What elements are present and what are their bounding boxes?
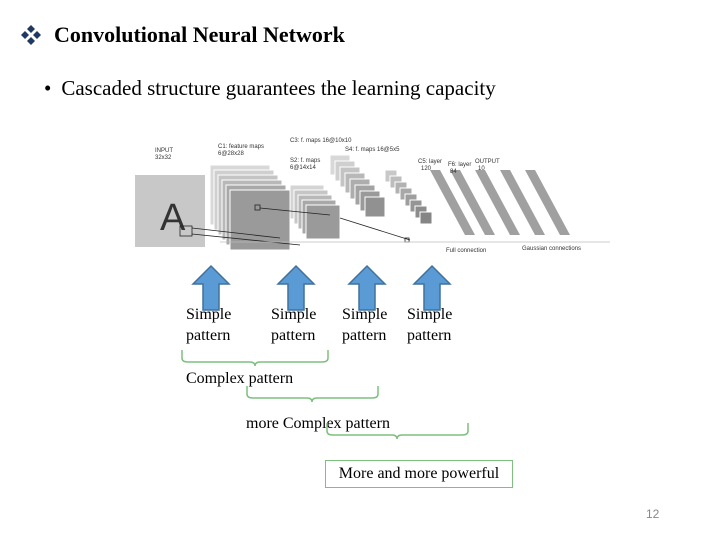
- brace-icon: [326, 423, 469, 440]
- cnn-architecture-diagram: A: [135, 138, 610, 254]
- label-gaussian: Gaussian connections: [522, 246, 581, 252]
- c3-feature-maps: [329, 154, 386, 218]
- up-arrow-icon: [347, 264, 387, 311]
- label-output-size: 10: [478, 166, 485, 172]
- label-f6-size: 84: [450, 169, 457, 175]
- up-arrow-icon: [412, 264, 452, 311]
- label-c5: C5: layer: [418, 159, 442, 165]
- four-diamond-bullet-icon: [21, 25, 41, 45]
- fully-connected-layers: [430, 170, 570, 235]
- label-c1-size: 6@28x28: [218, 151, 244, 157]
- bullet-text: Cascaded structure guarantees the learni…: [61, 76, 496, 100]
- label-full-connection: Full connection: [446, 248, 486, 254]
- s4-feature-maps: [384, 169, 433, 225]
- bullet-dot-icon: •: [44, 76, 52, 100]
- simple-pattern-label: Simple pattern: [186, 306, 232, 344]
- c1-feature-maps: [209, 164, 291, 251]
- brace-icon: [181, 350, 329, 367]
- simple-pattern-label: Simple pattern: [271, 306, 317, 344]
- s2-feature-maps: [289, 184, 341, 240]
- label-s2: S2: f. maps: [290, 158, 320, 164]
- simple-pattern-label: Simple pattern: [342, 306, 388, 344]
- label-input: INPUT: [155, 148, 173, 154]
- complex-pattern-label: Complex pattern: [186, 370, 294, 387]
- label-s2-size: 6@14x14: [290, 165, 316, 171]
- simple-pattern-label: Simple pattern: [407, 306, 453, 344]
- label-c1: C1: feature maps: [218, 144, 264, 150]
- label-f6: F6: layer: [448, 162, 471, 168]
- up-arrow-icon: [276, 264, 316, 311]
- label-s4: S4: f. maps 16@5x5: [345, 147, 400, 153]
- label-output: OUTPUT: [475, 159, 500, 165]
- brace-icon: [246, 386, 379, 403]
- connection-lines: [179, 204, 610, 246]
- more-complex-pattern-label: more Complex pattern: [246, 415, 390, 432]
- label-c3: C3: f. maps 16@10x10: [290, 138, 352, 144]
- more-powerful-box: More and more powerful: [325, 460, 513, 488]
- slide-title: Convolutional Neural Network: [54, 22, 345, 47]
- title-row: Convolutional Neural Network: [20, 22, 345, 48]
- label-input-size: 32x32: [155, 155, 172, 161]
- input-image: [135, 175, 205, 247]
- label-c5-size: 120: [421, 166, 432, 172]
- up-arrow-icon: [191, 264, 231, 311]
- input-letter: A: [160, 197, 186, 239]
- bullet-point: • Cascaded structure guarantees the lear…: [44, 76, 496, 101]
- page-number: 12: [646, 507, 660, 521]
